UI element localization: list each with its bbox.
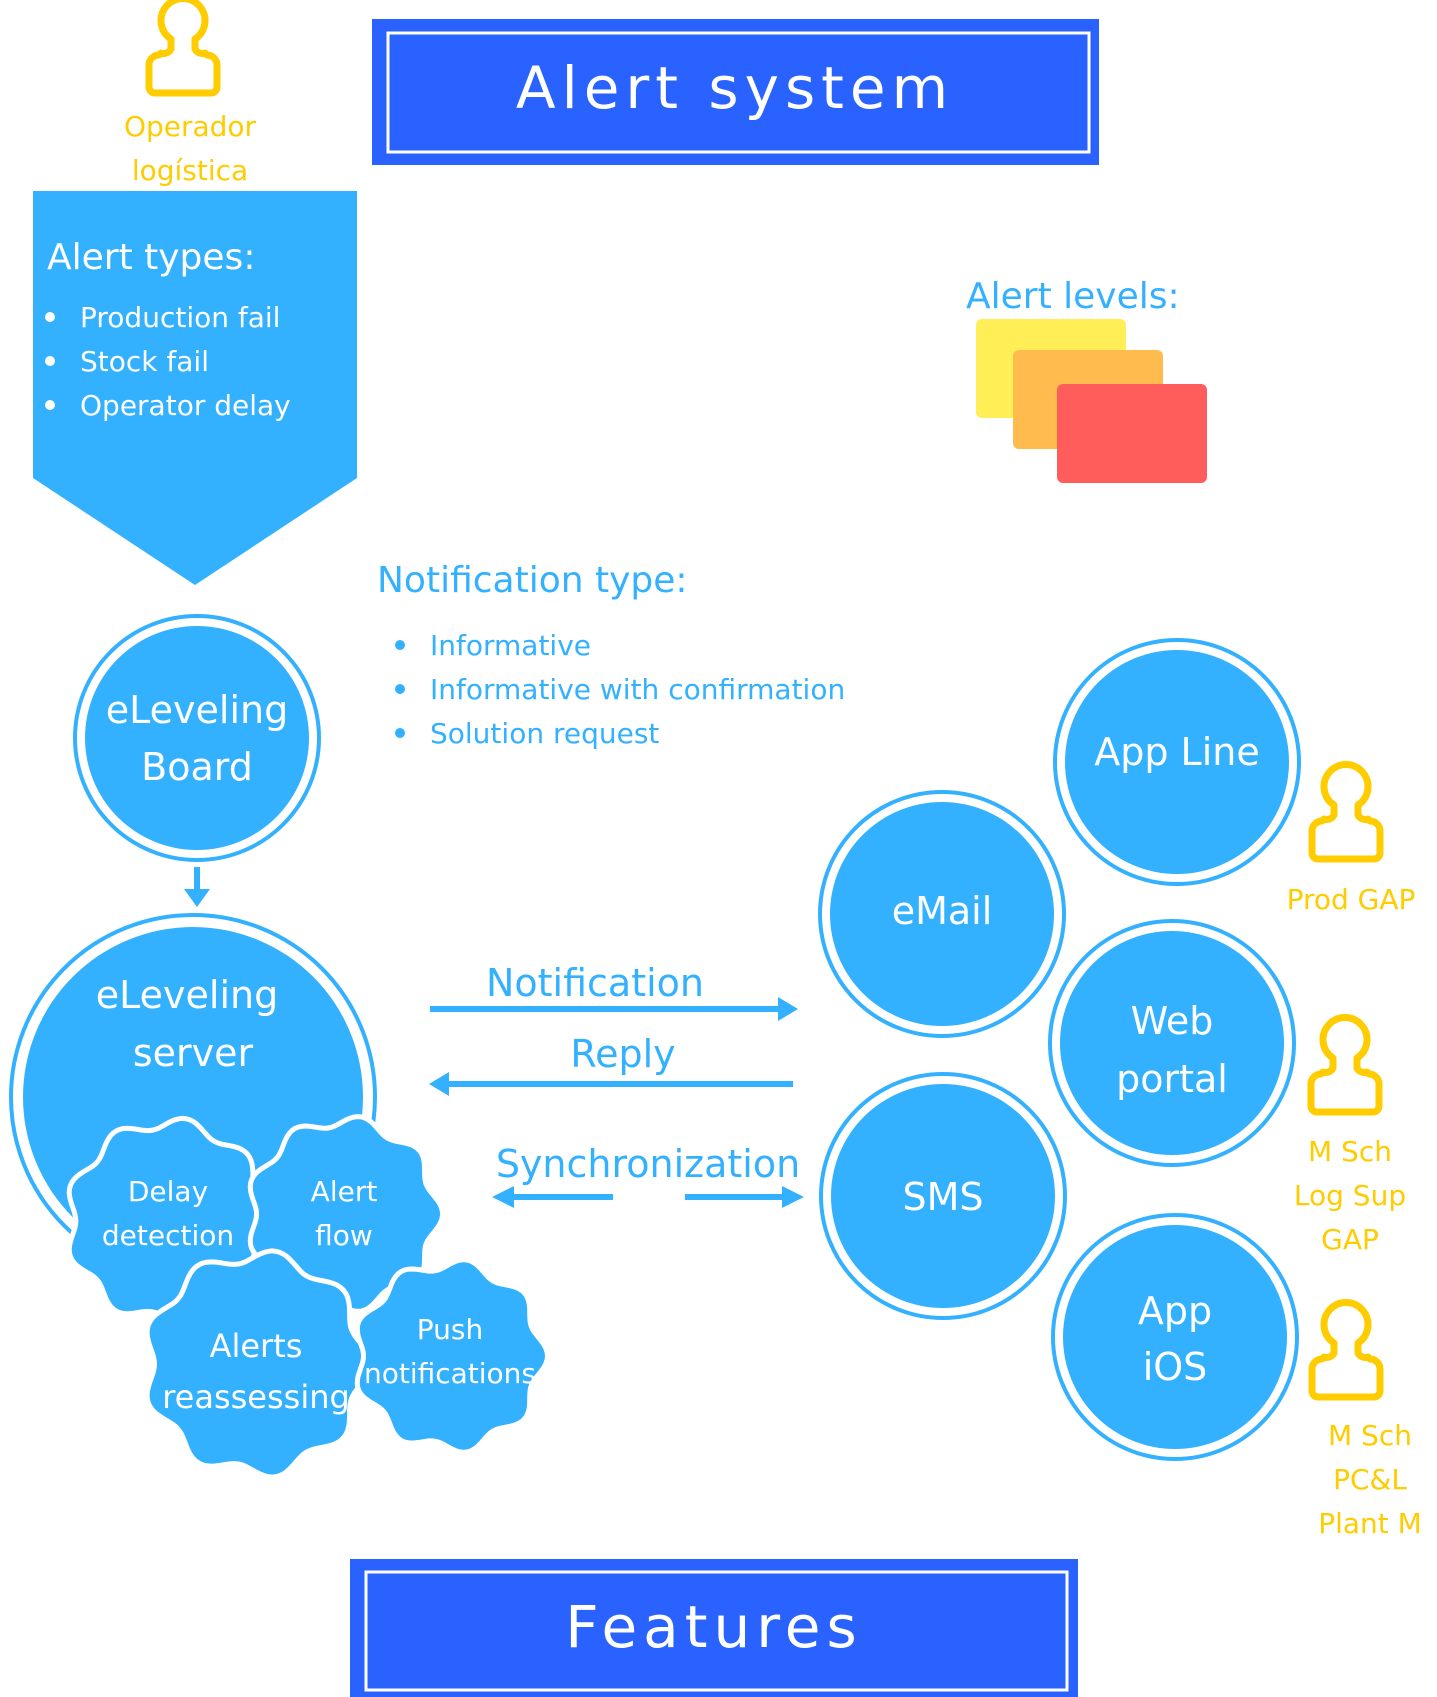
notification-arrow-label: Notification <box>486 961 704 1005</box>
prod-user-icon <box>1312 765 1380 859</box>
alert-types-panel: Alert types: Production fail Stock fail … <box>33 191 357 585</box>
ios-user-label: Plant M <box>1318 1507 1422 1540</box>
synchronization-arrow: Synchronization <box>492 1142 804 1208</box>
bullet-dot <box>395 684 405 694</box>
ios-user-label: M Sch <box>1328 1419 1412 1452</box>
alert-type-item: Production fail <box>80 301 280 334</box>
web-user-label: Log Sup <box>1294 1179 1406 1212</box>
board-label-line2: Board <box>141 745 253 789</box>
title-banner: Alert system <box>372 19 1099 165</box>
web-portal-node: Web portal <box>1048 919 1296 1167</box>
bullet-dot <box>45 356 55 366</box>
alert-levels-heading: Alert levels: <box>966 276 1180 317</box>
synchronization-arrow-label: Synchronization <box>496 1142 800 1186</box>
app-line-node: App Line <box>1053 638 1301 886</box>
operator-label-line1: Operador <box>124 110 257 143</box>
features-title: Features <box>565 1593 862 1661</box>
web-user-icon <box>1311 1018 1379 1112</box>
alerts-reassessing-badge-line2: reassessing <box>162 1378 350 1416</box>
app-ios-label-line1: App <box>1138 1289 1212 1333</box>
alerts-reassessing-badge-line1: Alerts <box>210 1327 303 1365</box>
alert-types-heading: Alert types: <box>47 237 255 278</box>
ios-user-label: PC&L <box>1333 1463 1407 1496</box>
bullet-dot <box>395 640 405 650</box>
notification-arrow: Notification <box>430 961 798 1021</box>
operator-user-icon <box>149 0 217 93</box>
features-banner: Features <box>350 1559 1078 1697</box>
page-title: Alert system <box>516 54 954 122</box>
alert-type-item: Operator delay <box>80 389 291 422</box>
web-user-label: GAP <box>1321 1223 1379 1256</box>
push-notifications-badge: Push notifications <box>354 1257 551 1455</box>
board-to-server-arrow <box>184 867 210 907</box>
badge-shape <box>144 1248 374 1480</box>
app-line-label: App Line <box>1094 730 1260 774</box>
push-notifications-badge-line1: Push <box>417 1313 483 1346</box>
badge-shape <box>354 1257 551 1455</box>
sms-node: SMS <box>819 1072 1067 1320</box>
alert-flow-badge-line2: flow <box>315 1219 373 1252</box>
notification-type-item: Solution request <box>430 717 659 750</box>
server-label-line2: server <box>133 1031 254 1075</box>
server-label-line1: eLeveling <box>96 973 278 1017</box>
reply-arrow: Reply <box>429 1032 793 1096</box>
alert-level-red <box>1057 384 1207 483</box>
reply-arrow-label: Reply <box>570 1032 675 1076</box>
operator-label-line2: logística <box>132 154 248 187</box>
notification-type-item: Informative <box>430 629 591 662</box>
notification-type-item: Informative with confirmation <box>430 673 845 706</box>
alert-flow-badge-line1: Alert <box>311 1175 378 1208</box>
app-ios-label-line2: iOS <box>1143 1345 1208 1389</box>
delay-detection-badge: Delay detection <box>66 1115 275 1327</box>
bullet-dot <box>45 400 55 410</box>
push-notifications-badge-line2: notifications <box>364 1357 536 1390</box>
email-label: eMail <box>892 889 993 933</box>
web-portal-label-line2: portal <box>1116 1057 1228 1101</box>
ios-user-icon <box>1312 1303 1380 1397</box>
sms-label: SMS <box>902 1175 983 1219</box>
delay-detection-badge-line2: detection <box>102 1219 234 1252</box>
web-portal-label-line1: Web <box>1131 999 1214 1043</box>
bullet-dot <box>45 312 55 322</box>
web-user-label: M Sch <box>1308 1135 1392 1168</box>
notification-type-heading: Notification type: <box>377 560 688 601</box>
eleveling-board-node: eLeveling Board <box>73 614 321 862</box>
app-ios-node: App iOS <box>1051 1213 1299 1461</box>
alert-flow-badge: Alert flow <box>247 1114 446 1314</box>
prod-user-label: Prod GAP <box>1287 883 1416 916</box>
delay-detection-badge-line1: Delay <box>128 1175 208 1208</box>
alerts-reassessing-badge: Alerts reassessing <box>144 1248 374 1480</box>
bullet-dot <box>395 728 405 738</box>
alert-type-item: Stock fail <box>80 345 209 378</box>
board-label-line1: eLeveling <box>106 688 288 732</box>
email-node: eMail <box>818 790 1066 1038</box>
